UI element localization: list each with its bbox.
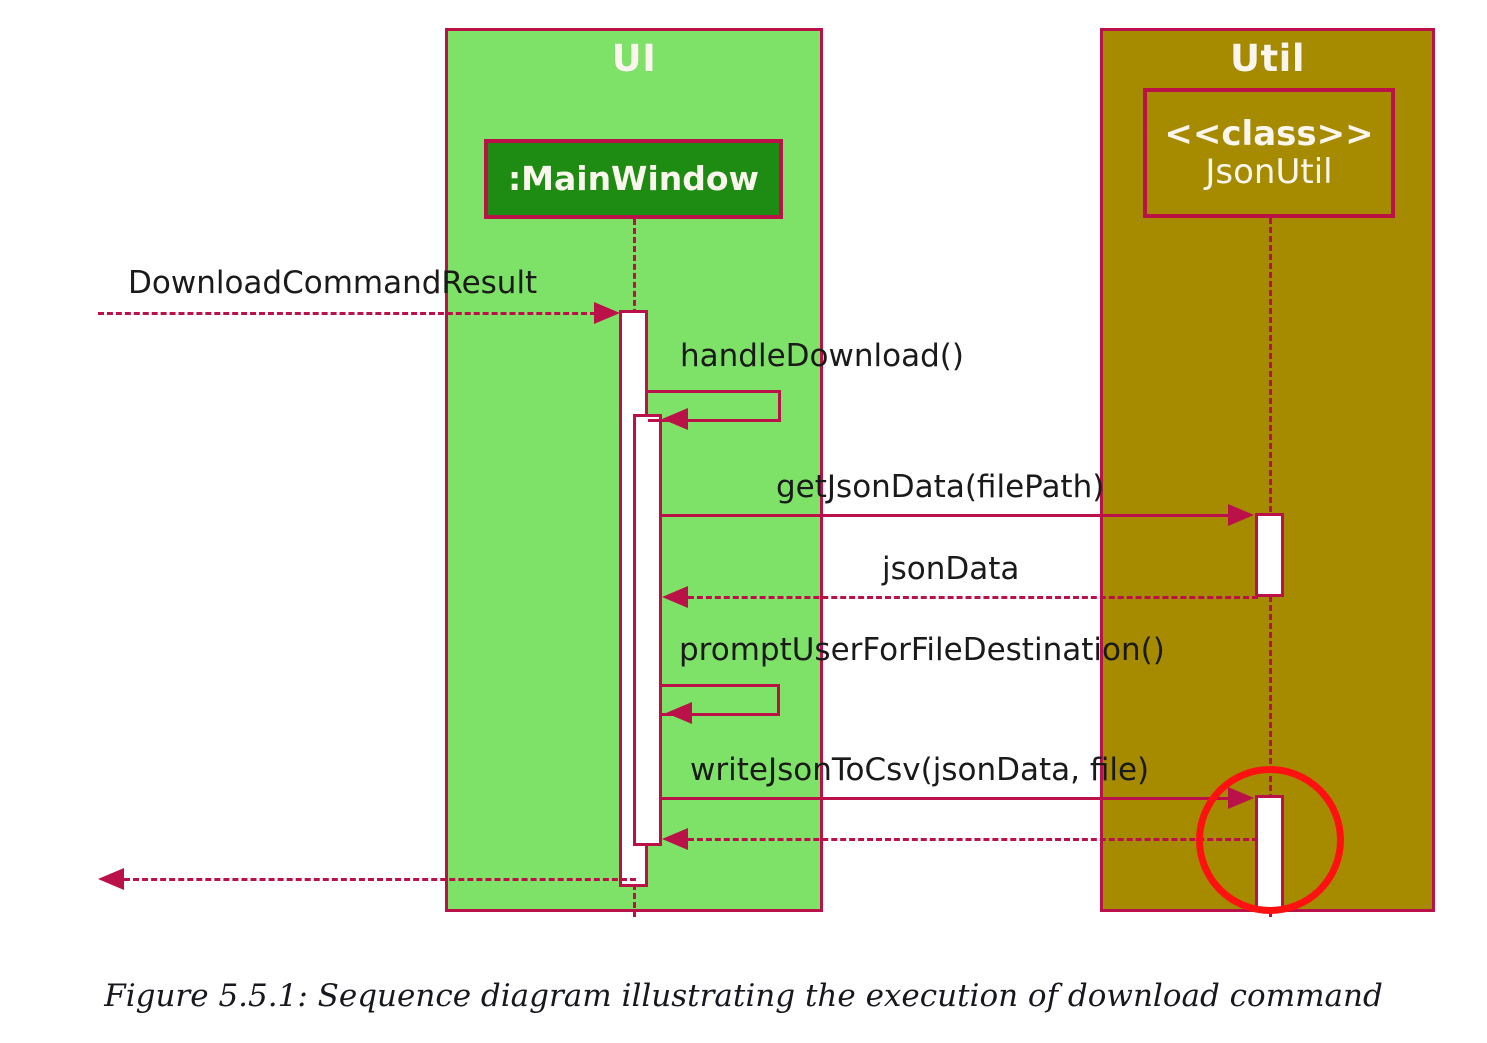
message-line-get-json-data xyxy=(662,514,1230,517)
activation-bar-mainwindow-inner xyxy=(633,414,662,846)
message-line-download-command-result xyxy=(98,312,596,315)
message-line-write-json-to-csv xyxy=(662,797,1230,800)
activation-bar-jsonutil-getjsondata xyxy=(1255,513,1284,597)
participant-label-jsonutil: JsonUtil xyxy=(1205,152,1333,192)
message-label-json-data: jsonData xyxy=(882,551,1020,587)
arrow-head-prompt-user-for-file-destination xyxy=(666,702,692,724)
group-title-util: Util xyxy=(1229,37,1306,80)
participant-stereotype-jsonutil: <<class>> xyxy=(1164,113,1374,154)
figure-caption: Figure 5.5.1: Sequence diagram illustrat… xyxy=(104,978,1383,1014)
message-label-download-command-result: DownloadCommandResult xyxy=(128,265,538,301)
self-call-bracket-prompt-user-for-file-destination xyxy=(662,684,780,716)
message-line-final-return xyxy=(124,878,636,881)
message-label-write-json-to-csv: writeJsonToCsv(jsonData, file) xyxy=(690,752,1150,788)
arrow-head-download-command-result xyxy=(594,302,620,324)
participant-label-mainwindow: :MainWindow xyxy=(507,158,760,198)
message-line-write-json-to-csv-return xyxy=(688,838,1258,841)
self-call-bracket-handle-download xyxy=(648,390,781,422)
message-label-prompt-user-for-file-destination: promptUserForFileDestination() xyxy=(679,632,1165,668)
message-label-get-json-data: getJsonData(filePath) xyxy=(776,469,1105,505)
arrow-head-final-return xyxy=(98,868,124,890)
participant-jsonutil: <<class>> JsonUtil xyxy=(1143,88,1395,218)
message-label-handle-download: handleDownload() xyxy=(680,338,964,374)
arrow-head-get-json-data xyxy=(1228,504,1254,526)
arrow-head-json-data xyxy=(662,586,688,608)
highlight-ellipse-annotation xyxy=(1196,766,1344,914)
participant-mainwindow: :MainWindow xyxy=(484,139,783,219)
group-title-ui: UI xyxy=(611,37,657,80)
arrow-head-write-json-to-csv-return xyxy=(662,828,688,850)
message-line-json-data xyxy=(688,596,1258,599)
arrow-head-handle-download xyxy=(662,408,688,430)
